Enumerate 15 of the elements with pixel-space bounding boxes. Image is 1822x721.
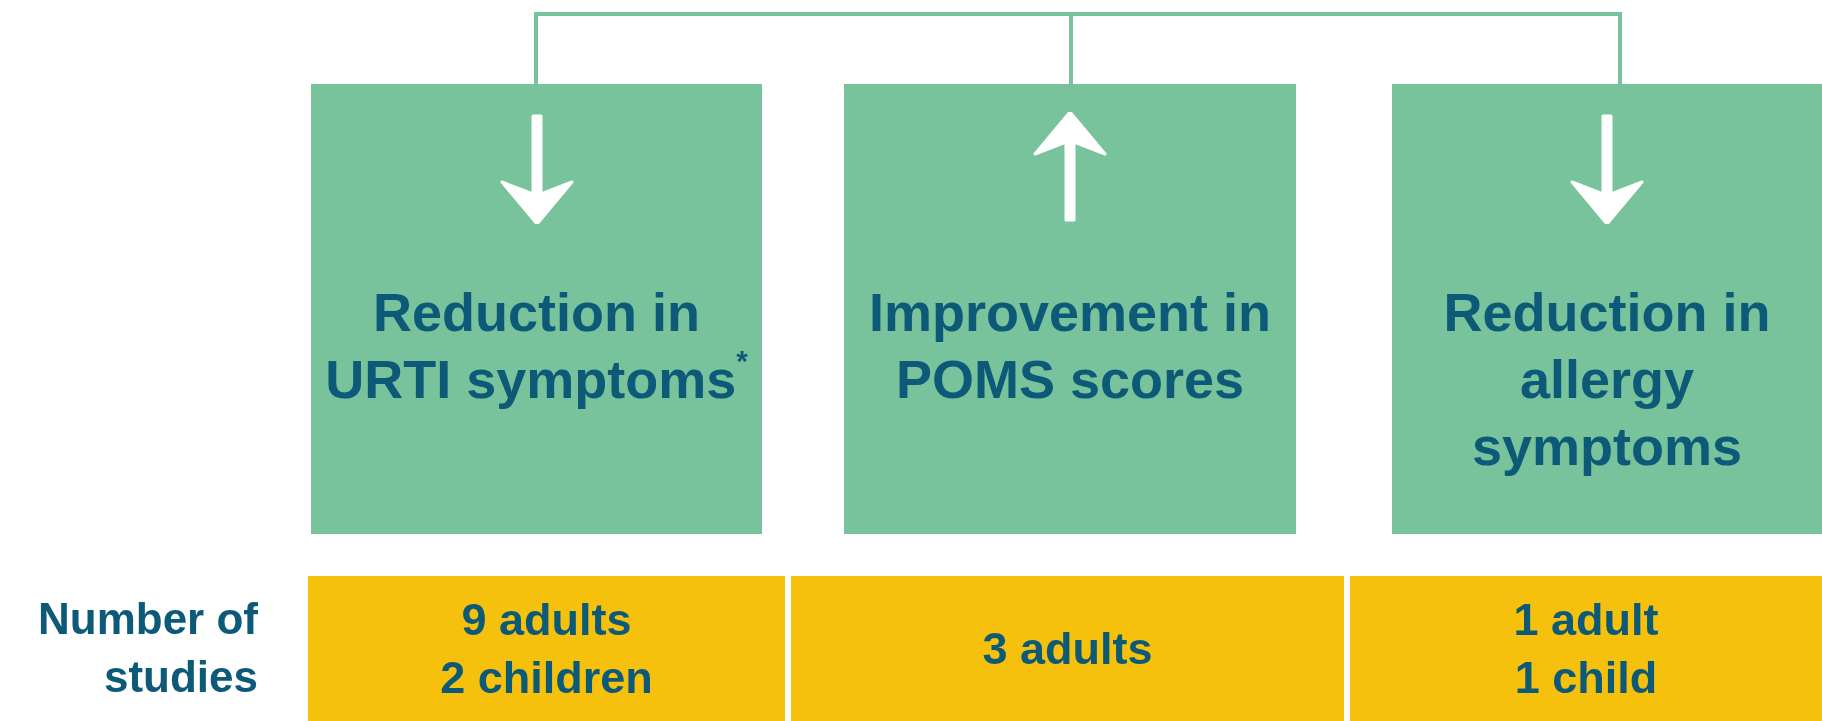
row-label: Number of studies	[37, 593, 258, 703]
study-count-box	[308, 576, 785, 721]
study-count-text: 1 child	[1514, 650, 1658, 705]
study-count-text: 3 adults	[982, 621, 1153, 676]
study-count-text: 1 adult	[1513, 592, 1659, 647]
study-count-text: 2 children	[440, 650, 653, 705]
outcome-box	[1392, 84, 1822, 534]
study-count-text: 9 adults	[461, 592, 632, 647]
outcome-box	[311, 84, 762, 534]
outcome-box	[844, 84, 1296, 534]
outcome-text: Improvement in POMS scores	[867, 281, 1273, 411]
study-count-box	[791, 576, 1344, 721]
outcome-text: Reduction in allergy symptoms	[1442, 281, 1772, 478]
outcome-text: Reduction in URTI symptoms$^{*}$	[324, 281, 749, 411]
study-count-box	[1350, 576, 1822, 721]
